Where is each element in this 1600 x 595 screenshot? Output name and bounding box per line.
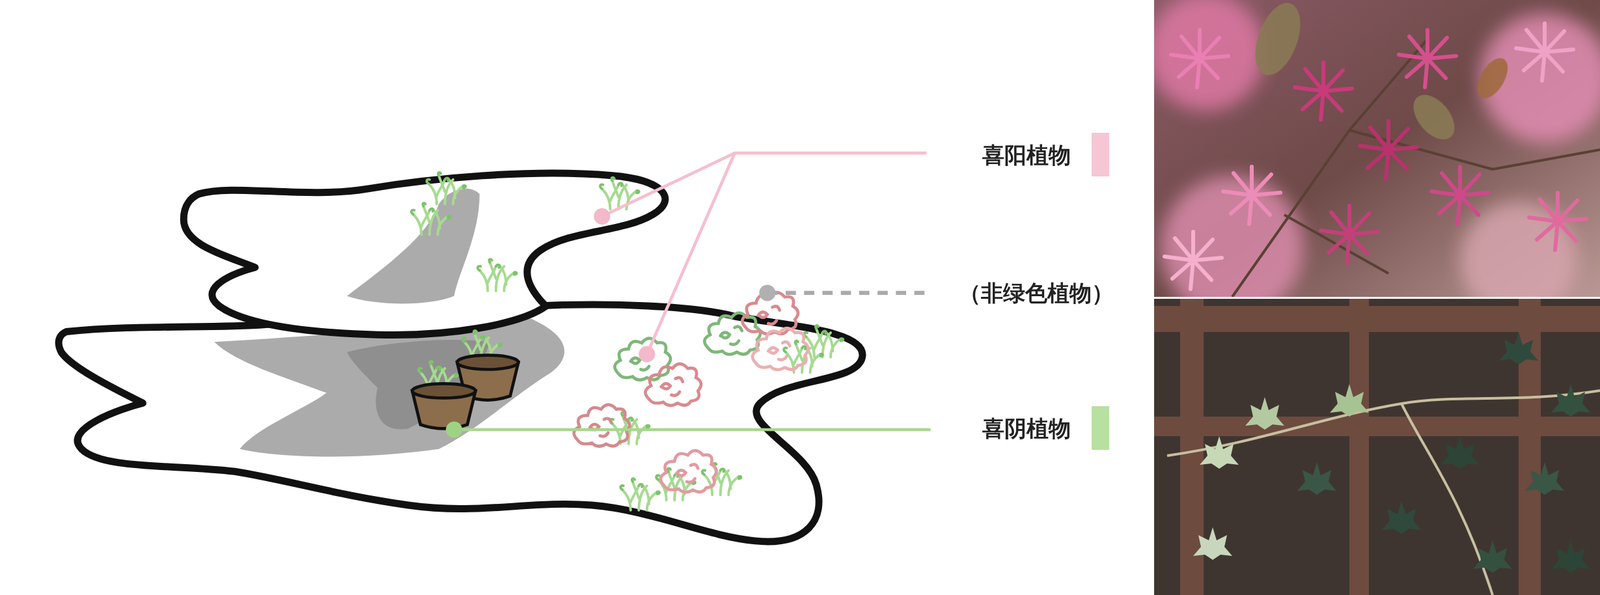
plant-photos bbox=[1154, 0, 1600, 595]
plant-pots bbox=[412, 330, 519, 429]
bushes bbox=[574, 292, 809, 493]
legend-swatch bbox=[1091, 406, 1110, 450]
callout-label: （非绿色植物） bbox=[958, 279, 1114, 307]
legend-text: 喜阴植物 bbox=[982, 415, 1071, 442]
upper-bed bbox=[183, 173, 666, 336]
legend-swatch bbox=[1091, 132, 1110, 177]
shade-area bbox=[346, 188, 480, 304]
lower-bed bbox=[58, 304, 863, 542]
grass-plants bbox=[411, 172, 843, 511]
legend-text: 喜阳植物 bbox=[982, 141, 1071, 169]
shade-area bbox=[214, 318, 565, 457]
leader-lines bbox=[445, 152, 931, 438]
